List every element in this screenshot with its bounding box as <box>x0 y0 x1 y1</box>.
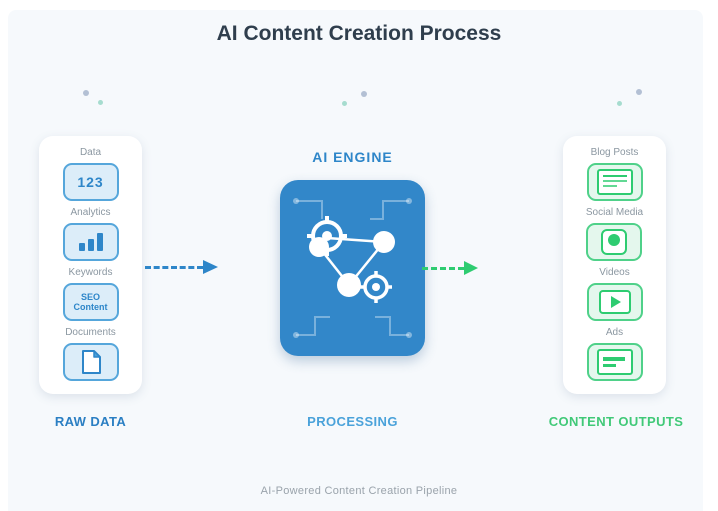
input-flow-arrow-icon <box>145 260 218 274</box>
seo-text: SEO Content <box>73 291 108 312</box>
ai-engine-box[interactable] <box>280 180 425 356</box>
neural-network-icon <box>293 198 412 338</box>
raw-data-item-data: Data 123 <box>62 147 119 201</box>
camera-icon[interactable] <box>586 223 643 261</box>
output-item-blog-posts: Blog Posts <box>586 147 643 201</box>
processing-section-label: PROCESSING <box>307 414 398 429</box>
raw-data-section-label: RAW DATA <box>54 414 127 429</box>
decorative-dot <box>636 89 642 95</box>
article-icon[interactable] <box>586 163 643 201</box>
decorative-dot <box>83 90 89 96</box>
page-title: AI Content Creation Process <box>216 22 502 45</box>
document-icon[interactable] <box>62 343 119 381</box>
content-outputs-card: Blog Posts Social Media Videos <box>563 136 666 394</box>
item-label: Ads <box>605 327 624 338</box>
decorative-dot <box>342 101 347 106</box>
raw-data-item-documents: Documents <box>62 327 119 381</box>
item-label: Documents <box>65 327 116 338</box>
banner-icon[interactable] <box>586 343 643 381</box>
numbers-text: 123 <box>77 174 104 190</box>
numbers-123-icon[interactable]: 123 <box>62 163 119 201</box>
play-icon[interactable] <box>586 283 643 321</box>
content-outputs-section-label: CONTENT OUTPUTS <box>548 414 684 429</box>
item-label: Analytics <box>70 207 111 218</box>
decorative-dot <box>98 100 103 105</box>
seo-content-icon[interactable]: SEO Content <box>62 283 119 321</box>
item-label: Data <box>79 147 102 158</box>
bar-chart-icon[interactable] <box>62 223 119 261</box>
item-label: Videos <box>599 267 630 278</box>
engine-title: AI ENGINE <box>312 149 393 165</box>
raw-data-item-analytics: Analytics <box>62 207 119 261</box>
raw-data-item-keywords: Keywords SEO Content <box>62 267 119 321</box>
footer-caption: AI-Powered Content Creation Pipeline <box>260 485 458 497</box>
output-item-videos: Videos <box>586 267 643 321</box>
decorative-dot <box>617 101 622 106</box>
item-label: Social Media <box>585 207 644 218</box>
output-item-ads: Ads <box>586 327 643 381</box>
raw-data-card: Data 123 Analytics Keywords SEO Content … <box>39 136 142 394</box>
output-flow-arrow-icon <box>422 261 478 275</box>
decorative-dot <box>361 91 367 97</box>
item-label: Blog Posts <box>590 147 639 158</box>
output-item-social-media: Social Media <box>586 207 643 261</box>
item-label: Keywords <box>68 267 113 278</box>
